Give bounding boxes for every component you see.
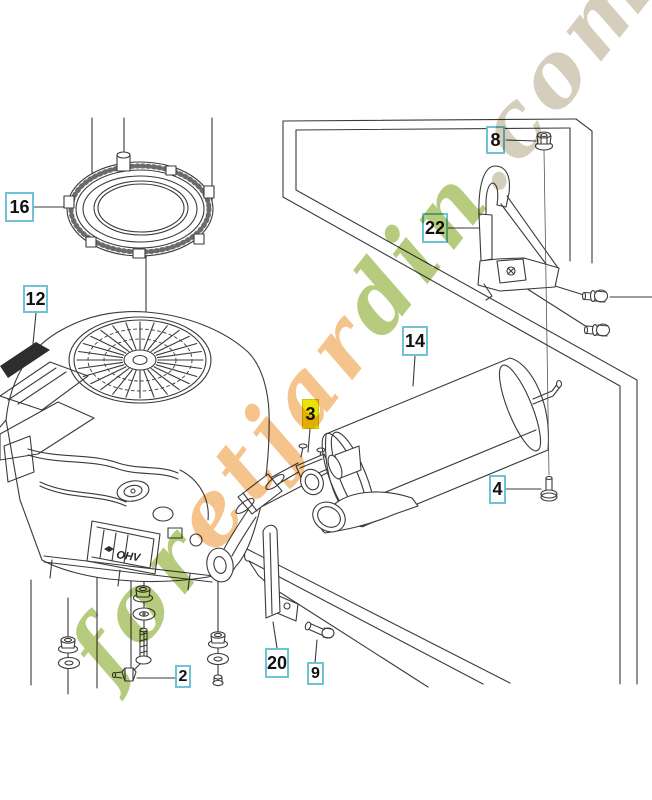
part-label-4[interactable]: 4	[489, 475, 506, 504]
fan-spoke-line	[153, 335, 190, 354]
fan-spoke-line	[82, 342, 125, 356]
fan-spokes	[76, 321, 204, 399]
fan-spoke-line	[143, 322, 155, 350]
mounting-bolt-upper	[581, 289, 609, 303]
part-label-22[interactable]: 22	[422, 213, 448, 243]
heat-shield-part-20	[262, 524, 281, 619]
bolt-part-9	[304, 621, 335, 639]
exhaust-flange-part-3	[295, 443, 331, 496]
mounting-bolt-lower	[583, 323, 611, 337]
fan-spoke-line	[125, 322, 137, 350]
fan-spoke-line	[100, 329, 130, 352]
fan-spoke-line	[155, 342, 198, 356]
fan-spoke-line	[147, 369, 168, 395]
fan-spoke-line	[90, 366, 127, 385]
fan-spoke-line	[125, 370, 137, 398]
part-label-3[interactable]: 3	[302, 399, 319, 429]
engine-brand-badge: OHV	[116, 549, 143, 564]
part-label-2[interactable]: 2	[175, 665, 191, 688]
fan-spoke-line	[90, 335, 127, 354]
ring-part-16	[63, 151, 215, 259]
fan-spoke-line	[153, 366, 190, 385]
engine-part-12: OHV	[0, 311, 270, 591]
fan-spoke-line	[150, 368, 180, 391]
chassis-panel-lines	[282, 118, 638, 685]
muffler-part-14	[312, 357, 563, 534]
fan-spoke-line	[143, 370, 155, 398]
part-label-9[interactable]: 9	[307, 662, 324, 685]
fan-spoke-line	[78, 361, 124, 370]
fan-spoke-line	[112, 369, 133, 395]
fan-spoke-line	[82, 364, 125, 378]
screw-part-4	[540, 475, 558, 502]
bracket-part-22	[477, 165, 560, 301]
exhaust-adapter-pipe	[223, 462, 303, 557]
engine-mount-hardware	[57, 585, 230, 687]
fan-spoke-line	[150, 329, 180, 352]
fan-spoke-line	[78, 350, 124, 359]
fan-spoke-line	[100, 368, 130, 391]
axis-line	[543, 148, 550, 476]
nut-part-8	[534, 131, 554, 151]
part-label-16[interactable]: 16	[5, 192, 34, 222]
part-label-8[interactable]: 8	[486, 126, 505, 154]
fan-spoke-line	[155, 364, 198, 378]
fan-spoke-line	[156, 361, 202, 370]
fan-spoke-line	[147, 325, 168, 351]
part-label-12[interactable]: 12	[23, 285, 48, 313]
fan-spoke-line	[156, 350, 202, 359]
part-label-14[interactable]: 14	[402, 326, 428, 356]
part-label-20[interactable]: 20	[265, 648, 289, 678]
fan-spoke-line	[112, 325, 133, 351]
